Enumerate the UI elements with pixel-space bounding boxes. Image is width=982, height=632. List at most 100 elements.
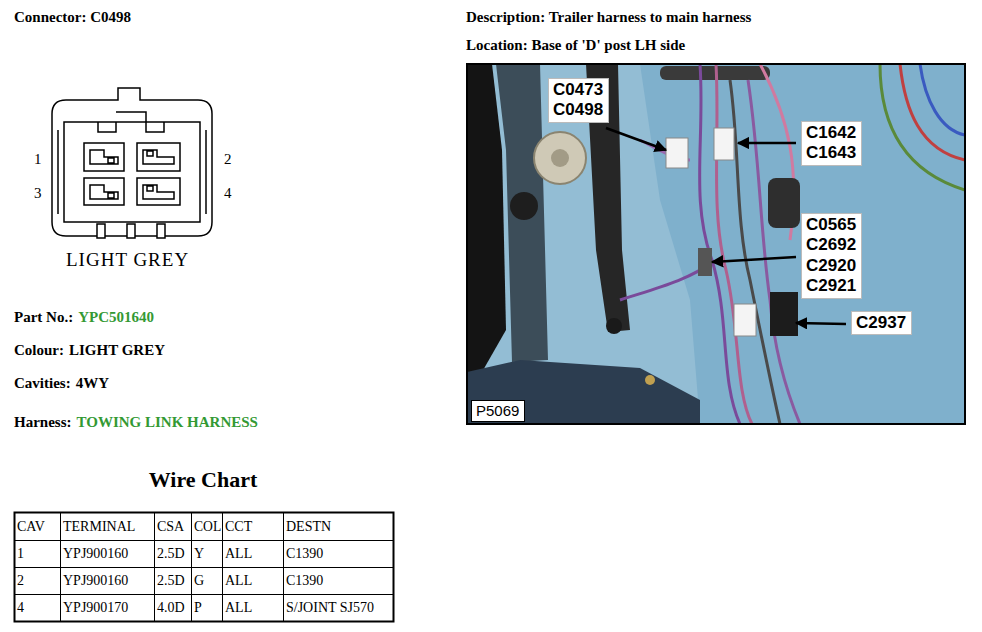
field-name: Harness: [14, 413, 72, 431]
fixing-bolt [606, 318, 622, 334]
table-header: CAV [15, 513, 59, 540]
description: Description: Trailer harness to main har… [466, 8, 751, 26]
table-cell: 2.5D [155, 568, 190, 594]
connector-side-rib [205, 130, 207, 214]
connector-foot [97, 224, 105, 238]
callout-label: C2937 [851, 311, 912, 335]
table-cell: G [192, 568, 221, 594]
table-cell: Y [192, 541, 221, 567]
callout-text: C0565 C2692 C2920 C2921 [806, 215, 856, 297]
table-rule [222, 512, 223, 621]
field-name: Part No.: [14, 308, 73, 326]
table-header: CSA [155, 513, 190, 540]
table-grid [14, 512, 394, 622]
trim-panel [467, 64, 506, 372]
table-rule [14, 567, 393, 568]
table-cell: YPJ900160 [61, 568, 153, 594]
leader-arrow [796, 323, 846, 324]
connector-latch [98, 112, 164, 132]
cavity-outline [84, 143, 124, 171]
cavity-number: 3 [34, 184, 42, 202]
leader-arrow [606, 128, 666, 150]
field-name: Cavities: [14, 374, 71, 392]
table-cell: S/JOINT SJ570 [284, 595, 392, 621]
terminal-key [90, 150, 118, 164]
table-cell: ALL [223, 568, 282, 594]
table-cell: ALL [223, 541, 282, 567]
table-cell: C1390 [284, 568, 392, 594]
photo-frame [467, 64, 965, 424]
terminal-key [90, 185, 118, 199]
cavity-number: 2 [224, 150, 232, 168]
connector-foot [127, 224, 135, 238]
cavity-number: 4 [224, 184, 232, 202]
wire [920, 64, 965, 135]
table-header: CCT [223, 513, 282, 540]
location: Location: Base of 'D' post LH side [466, 36, 685, 54]
figure-number: P5069 [471, 400, 525, 422]
photo-ground [467, 64, 965, 424]
cavity-number: 1 [34, 150, 42, 168]
table-header: TERMINAL [61, 513, 153, 540]
table-rule [191, 512, 192, 621]
harness-connector [698, 248, 712, 276]
callout-text: P5069 [476, 402, 519, 420]
cavity-outline [137, 143, 180, 171]
body-plug [768, 178, 800, 228]
table-rule [14, 594, 393, 595]
table-rule [14, 540, 393, 541]
table-header: DESTN [284, 513, 392, 540]
wiring [620, 64, 965, 424]
wire [880, 64, 965, 190]
callout-label: C1642 C1643 [801, 121, 862, 166]
callout-text: C2937 [856, 313, 906, 333]
table-cell: YPJ900160 [61, 541, 153, 567]
table-cell: YPJ900170 [61, 595, 153, 621]
trim-edge [496, 64, 548, 362]
harness-connector [666, 138, 688, 168]
callout-label: C0565 C2692 C2920 C2921 [801, 213, 862, 299]
carpet [467, 360, 700, 424]
harness-name: TOWING LINK HARNESS [77, 413, 258, 431]
table-cell: 4.0D [155, 595, 190, 621]
table-cell: C1390 [284, 541, 392, 567]
field-name: Colour: [14, 341, 64, 359]
harness-connector [734, 304, 756, 336]
table-heading: Wire Chart [149, 467, 258, 493]
table-cell: ALL [223, 595, 282, 621]
fixing-bolt [645, 375, 655, 385]
terminal-key [143, 185, 174, 199]
callout-text: C0473 C0498 [553, 80, 603, 121]
table-cell: 4 [15, 595, 59, 621]
grommet-hub [551, 149, 569, 167]
connector-colour: LIGHT GREY [66, 249, 189, 272]
body-panel [640, 64, 965, 424]
leader-arrow [712, 257, 796, 262]
table-border [15, 513, 394, 622]
leader-arrow [738, 142, 796, 145]
table-cell: 1 [15, 541, 59, 567]
cavity-outline [137, 178, 180, 205]
wire [748, 80, 800, 424]
callout-text: C1642 C1643 [806, 123, 856, 164]
field-value: 4WY [76, 374, 109, 392]
table-cell: P [192, 595, 221, 621]
terminal-key [143, 150, 174, 164]
part-number: YPC501640 [78, 308, 154, 326]
table-cell: 2 [15, 568, 59, 594]
connector-inner-frame [64, 122, 200, 222]
connector-side-rib [57, 130, 59, 214]
location-photo [467, 64, 965, 424]
connector-title: Connector: C0498 [14, 8, 131, 26]
table-rule [60, 512, 61, 621]
field-value: LIGHT GREY [69, 341, 165, 359]
table-rule [283, 512, 284, 621]
table-cell: 2.5D [155, 541, 190, 567]
callout-label: C0473 C0498 [548, 78, 609, 123]
wire [900, 64, 965, 160]
connector-foot [157, 224, 165, 238]
grommet [534, 132, 586, 184]
table-rule [154, 512, 155, 621]
cavity-outline [84, 178, 124, 205]
harness-connector [714, 128, 734, 160]
